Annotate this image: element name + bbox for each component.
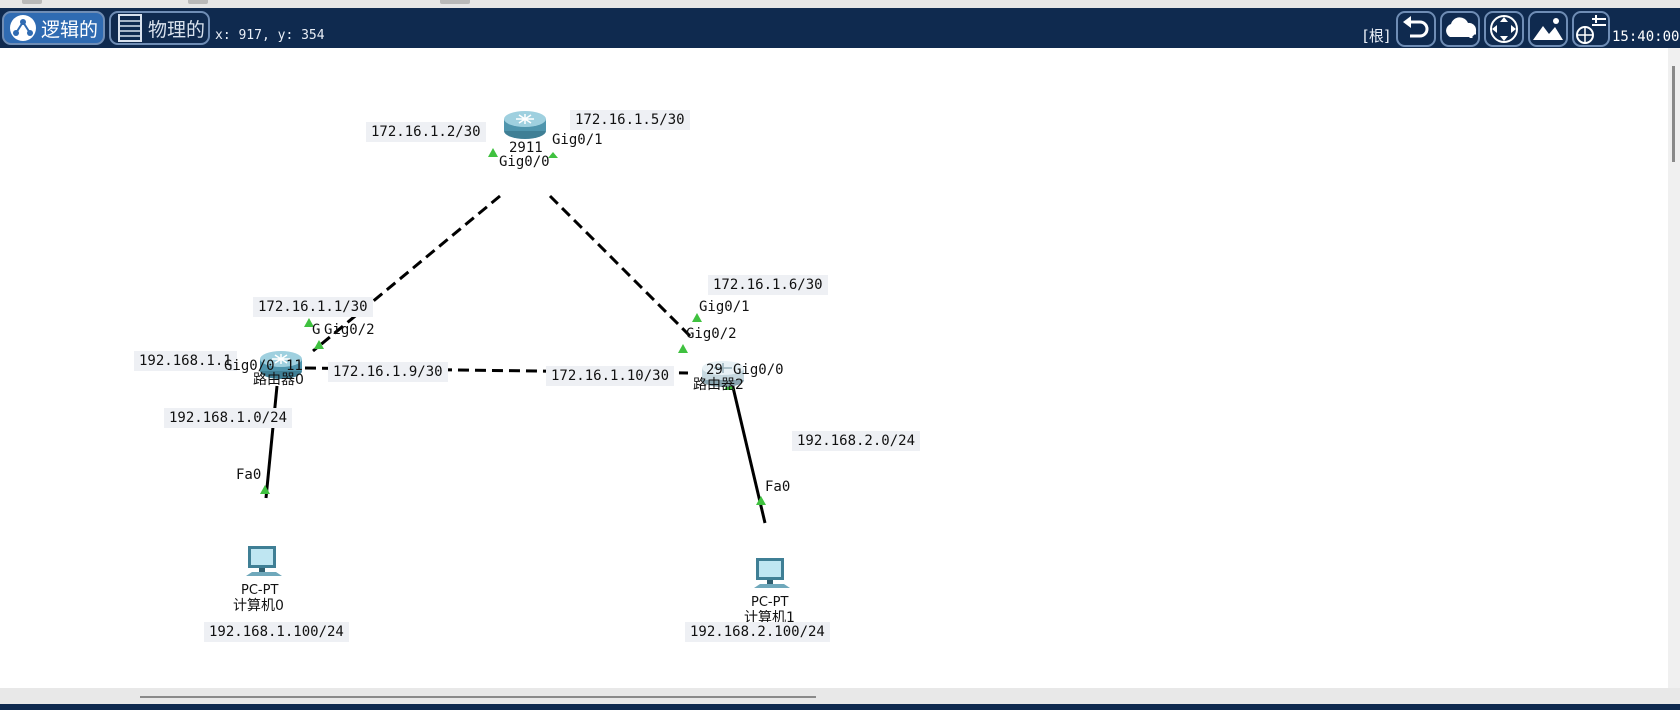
logical-topology-icon <box>10 15 36 41</box>
port-label-right-gig01: Gig0/1 <box>699 299 750 315</box>
pc1-icon[interactable] <box>750 556 792 594</box>
logical-workspace-canvas[interactable]: 172.16.1.2/30 172.16.1.5/30 Gig0/1 2911 … <box>0 48 1668 688</box>
pc1-name: 计算机1 <box>744 610 795 622</box>
move-object-button[interactable] <box>1484 11 1524 47</box>
root-breadcrumb[interactable]: [根] <box>1363 27 1390 45</box>
pc0-ip: 192.168.1.100/24 <box>204 622 349 642</box>
bottom-panel-edge <box>0 704 1680 710</box>
physical-view-label: 物理的 <box>148 18 206 41</box>
ip-label-left-lan: 192.168.1.1 <box>134 351 237 371</box>
pc0-ip-spacer <box>204 582 214 586</box>
background-image-icon <box>1533 18 1563 40</box>
port-label-top-gig01: Gig0/1 <box>552 132 603 148</box>
workspace-toolbar: 逻辑的 物理的 x: 917, y: 354 [根] <box>0 8 1680 48</box>
link-status-light <box>488 148 498 157</box>
port-label-right-gig02: Gig0/2 <box>686 326 737 342</box>
router-left-name: 路由器0 <box>253 372 304 388</box>
router-right-name: 路由器2 <box>693 377 744 393</box>
link-status-light <box>756 496 766 505</box>
link-router0-top[interactable] <box>312 194 501 353</box>
port-label-pc1-fa0: Fa0 <box>765 479 791 495</box>
router-right-icon[interactable] <box>700 360 746 388</box>
link-top-router2[interactable] <box>548 194 694 340</box>
viewport-button[interactable] <box>1572 11 1610 47</box>
move-icon <box>1490 15 1518 43</box>
new-cluster-button[interactable] <box>1440 11 1480 47</box>
link-status-light <box>314 340 324 349</box>
port-label-top-gig00: Gig0/0 <box>499 154 550 170</box>
link-status-light <box>678 344 688 353</box>
router-left-model: 11 <box>286 358 303 374</box>
pc1-type: PC-PT <box>751 595 789 610</box>
vertical-scrollbar[interactable] <box>1668 48 1680 688</box>
ip-label-left-gig02-up: 172.16.1.1/30 <box>253 297 373 317</box>
back-button[interactable] <box>1396 11 1436 47</box>
logical-view-button[interactable]: 逻辑的 <box>2 11 105 45</box>
network-label-right: 192.168.2.0/24 <box>792 431 921 451</box>
physical-view-button[interactable]: 物理的 <box>109 11 210 45</box>
port-label-pc0-fa0: Fa0 <box>236 467 262 483</box>
link-router0-router2[interactable] <box>304 366 689 375</box>
vertical-scroll-thumb[interactable] <box>1672 66 1675 162</box>
window-top-strip <box>0 0 1680 8</box>
horizontal-scroll-thumb[interactable] <box>140 696 816 698</box>
link-status-light <box>692 313 702 322</box>
ip-label-top-gig01: 172.16.1.5/30 <box>570 110 690 130</box>
pc0-name: 计算机0 <box>233 598 284 614</box>
ip-label-top-gig00: 172.16.1.2/30 <box>366 122 486 142</box>
ip-label-right-to-left: 172.16.1.10/30 <box>546 366 675 386</box>
port-label-left-gig02: Gig0/2 <box>324 322 375 338</box>
cloud-add-icon <box>1446 17 1477 38</box>
back-icon <box>1403 16 1429 38</box>
top-tab-marker <box>188 0 208 4</box>
link-status-light <box>260 485 270 494</box>
network-time-icon <box>1576 15 1606 44</box>
router-right-model: 29 <box>706 362 723 378</box>
network-label-left: 192.168.1.0/24 <box>164 408 293 428</box>
link-router0-pc0[interactable] <box>264 385 279 499</box>
link-status-light <box>548 152 558 158</box>
pc0-type: PC-PT <box>241 583 279 598</box>
link-status-light <box>304 318 314 327</box>
cursor-coordinates: x: 917, y: 354 <box>215 28 325 43</box>
port-label-left-gig00: Gig0/0 <box>224 358 275 374</box>
pc0-icon[interactable] <box>242 544 284 582</box>
ip-label-left-to-right: 172.16.1.9/30 <box>328 362 448 382</box>
top-tab-marker <box>440 0 470 4</box>
physical-view-icon <box>118 14 142 42</box>
router-top-model: 2911 <box>509 140 543 156</box>
port-label-right-gig00: Gig0/0 <box>733 362 784 378</box>
ip-label-right-gig01: 172.16.1.6/30 <box>708 275 828 295</box>
pc1-ip: 192.168.2.100/24 <box>685 622 830 642</box>
router-left-icon[interactable] <box>258 350 304 380</box>
set-background-button[interactable] <box>1528 11 1568 47</box>
simulation-clock: 15:40:00 <box>1612 29 1680 45</box>
router-top-icon[interactable] <box>502 110 548 140</box>
top-tab-marker <box>22 0 42 4</box>
port-label-left-g: G <box>312 322 321 338</box>
logical-view-label: 逻辑的 <box>41 18 99 41</box>
